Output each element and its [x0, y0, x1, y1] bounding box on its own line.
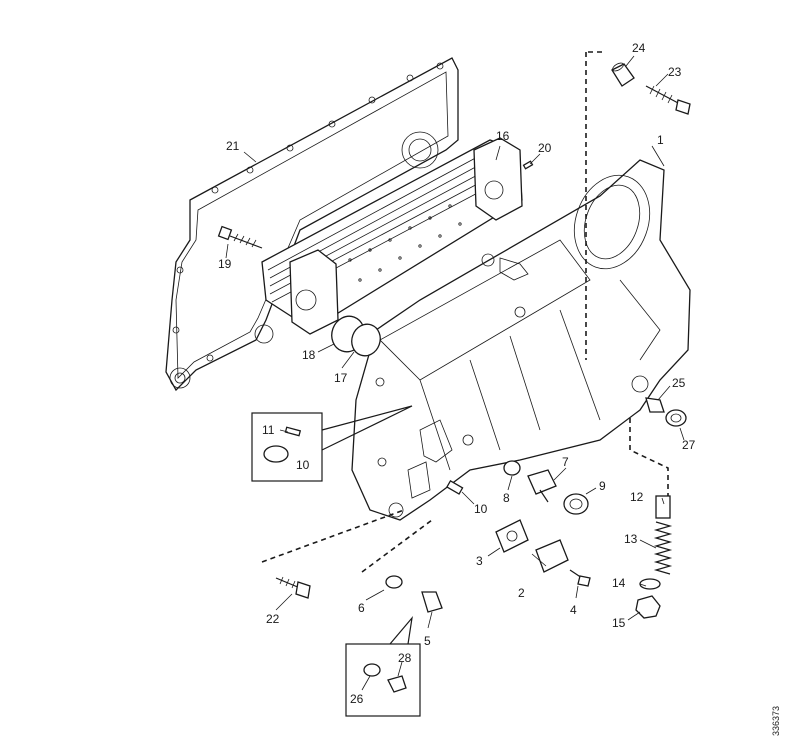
washer-part-6: [385, 575, 403, 589]
callout-27: 27: [682, 438, 696, 452]
washer-part-8: [503, 460, 521, 476]
plug-part-10b: [446, 480, 464, 495]
bolt-part-19: [217, 225, 263, 249]
washer-part-26: [363, 663, 381, 677]
callout-1: 1: [657, 133, 664, 147]
callout-2: 2: [518, 586, 525, 600]
pin-part-11: [284, 426, 302, 437]
bolt-part-28: [387, 675, 407, 693]
plug-part-15: [635, 595, 661, 619]
callout-17: 17: [334, 371, 348, 385]
cover-part-2: [535, 539, 569, 573]
callout-16: 16: [496, 129, 510, 143]
oil-filter-housing-part-1: [351, 159, 691, 521]
callout-8: 8: [503, 491, 510, 505]
callout-3: 3: [476, 554, 483, 568]
callout-22: 22: [266, 612, 280, 626]
sleeve-part-24: [611, 62, 635, 87]
plug-part-10: [263, 445, 289, 463]
gasket-part-21: [165, 57, 459, 392]
gasket-part-3: [495, 519, 529, 553]
callout-6: 6: [358, 601, 365, 615]
o-ring-part-17: [351, 323, 381, 357]
callout-15: 15: [612, 616, 626, 630]
callout-20: 20: [538, 141, 552, 155]
callout-10-inset: 10: [296, 458, 310, 472]
callout-4: 4: [570, 603, 577, 617]
callout-23: 23: [668, 65, 682, 79]
callout-9: 9: [599, 479, 606, 493]
callout-11: 11: [262, 423, 275, 437]
callout-5: 5: [424, 634, 431, 648]
detail-box-pin-plug: [251, 405, 413, 482]
sleeve-part-12: [655, 495, 671, 519]
callout-18: 18: [302, 348, 316, 362]
callout-26: 26: [350, 692, 364, 706]
callout-12: 12: [630, 490, 644, 504]
callout-14: 14: [612, 576, 626, 590]
oil-cooler-part-16: [261, 137, 523, 335]
callout-24: 24: [632, 41, 646, 55]
callout-28: 28: [398, 651, 412, 665]
callout-13: 13: [624, 532, 638, 546]
washer-part-14: [639, 578, 661, 590]
sensor-part-7: [527, 469, 557, 503]
bolt-part-4: [569, 569, 591, 587]
seal-part-27: [665, 409, 687, 427]
cap-part-9: [563, 493, 589, 515]
callout-10-lower: 10: [474, 502, 488, 516]
callout-25: 25: [672, 376, 686, 390]
callout-7: 7: [562, 455, 569, 469]
reference-number: 336373: [771, 706, 781, 736]
nipple-part-5: [421, 591, 443, 613]
fitting-part-25: [645, 397, 665, 413]
bolt-part-22: [275, 576, 311, 599]
callout-19: 19: [218, 257, 232, 271]
detail-box-washer-bolt: [345, 615, 421, 717]
callout-21: 21: [226, 139, 240, 153]
spring-part-13: [653, 521, 673, 575]
bolt-part-23: [645, 85, 691, 115]
